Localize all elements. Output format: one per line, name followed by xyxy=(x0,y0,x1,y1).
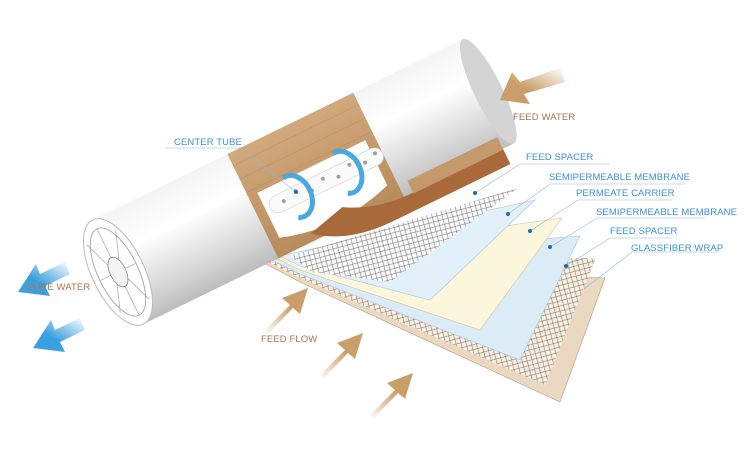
leader-lines xyxy=(165,147,718,290)
center-tube xyxy=(269,147,384,214)
pure-water-label: PURE WATER xyxy=(27,282,91,293)
membrane-layers xyxy=(261,188,606,403)
layer-label-permeate-carrier: PERMEATE CARRIER xyxy=(576,188,675,199)
layer-label-glassfiber-wrap: GLASSFIBER WRAP xyxy=(631,243,724,254)
rotation-arrow-icon xyxy=(282,148,365,220)
feed-water-arrow-icon xyxy=(500,68,565,104)
layer-label-semipermeable-membrane-2: SEMIPERMEABLE MEMBRANE xyxy=(596,207,738,218)
feed-water-label: FEED WATER xyxy=(513,112,576,123)
membrane-element-cylinder xyxy=(82,38,517,326)
layer-label-semipermeable-membrane: SEMIPERMEABLE MEMBRANE xyxy=(549,172,691,183)
feed-flow-label: FEED FLOW xyxy=(261,334,318,345)
pure-water-arrows-icon xyxy=(18,262,85,352)
center-tube-label: CENTER TUBE xyxy=(174,137,242,148)
feed-flow-arrows-icon xyxy=(265,288,413,419)
layer-label-feed-spacer: FEED SPACER xyxy=(526,152,594,163)
layer-label-feed-spacer-2: FEED SPACER xyxy=(610,226,678,237)
